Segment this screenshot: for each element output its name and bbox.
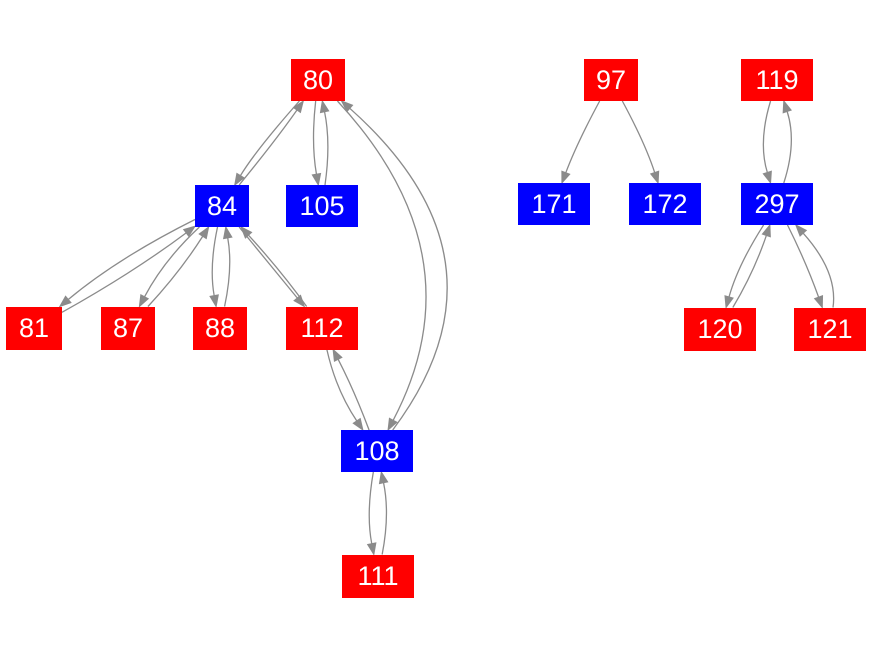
graph-node-81[interactable]: 81 <box>6 306 62 350</box>
arrowhead-icon <box>649 170 660 185</box>
edge-line <box>621 100 656 173</box>
arrowhead-icon <box>387 417 398 432</box>
edge-line <box>728 224 765 298</box>
graph-node-111[interactable]: 111 <box>342 554 414 598</box>
edge-111-108 <box>378 470 389 555</box>
edge-line <box>349 107 448 431</box>
edge-line <box>326 349 358 422</box>
edge-line <box>239 100 300 176</box>
arrowhead-icon <box>138 294 150 308</box>
edge-120-297 <box>732 223 771 308</box>
edge-line <box>61 232 187 313</box>
arrowhead-icon <box>182 225 197 238</box>
edge-97-171 <box>561 100 601 185</box>
arrowhead-icon <box>311 172 322 187</box>
graph-node-87[interactable]: 87 <box>101 306 155 350</box>
edge-119-297 <box>762 100 772 185</box>
edge-line <box>786 224 820 298</box>
graph-node-112[interactable]: 112 <box>286 306 358 350</box>
arrowhead-icon <box>319 99 330 114</box>
edge-line <box>762 100 772 173</box>
edge-105-80 <box>319 99 330 186</box>
arrowhead-icon <box>222 225 233 240</box>
edge-112-108 <box>326 349 364 432</box>
graph-node-171[interactable]: 171 <box>518 183 590 225</box>
edge-121-297 <box>794 223 835 308</box>
graph-node-172[interactable]: 172 <box>629 183 701 225</box>
edge-108-112 <box>332 348 370 431</box>
edge-297-120 <box>724 224 765 309</box>
arrowhead-icon <box>292 99 305 114</box>
graph-node-120[interactable]: 120 <box>684 307 756 351</box>
edge-112-84 <box>240 225 308 307</box>
edge-line <box>336 100 427 421</box>
arrowhead-icon <box>724 295 734 309</box>
edge-87-84 <box>147 225 210 307</box>
edge-88-84 <box>222 225 233 307</box>
edge-line <box>368 471 374 544</box>
arrowhead-icon <box>782 99 792 114</box>
edge-97-172 <box>621 100 660 185</box>
arrowhead-icon <box>794 223 808 237</box>
arrowhead-icon <box>340 100 354 113</box>
arrowhead-icon <box>198 225 210 240</box>
edge-108-80 <box>340 100 448 431</box>
edge-line <box>565 100 601 173</box>
graph-node-108[interactable]: 108 <box>341 430 413 472</box>
graph-node-297[interactable]: 297 <box>741 183 813 225</box>
arrowhead-icon <box>209 294 219 308</box>
edge-line <box>248 234 308 307</box>
edge-line <box>147 235 204 307</box>
arrowhead-icon <box>561 170 571 185</box>
edge-297-121 <box>786 224 824 309</box>
edge-line <box>223 237 231 307</box>
edge-84-80 <box>238 99 305 186</box>
graph-node-80[interactable]: 80 <box>291 59 345 101</box>
arrowhead-icon <box>378 470 389 485</box>
edge-line <box>238 109 298 186</box>
graph-node-88[interactable]: 88 <box>193 306 247 350</box>
edge-84-87 <box>138 226 200 308</box>
graph-node-119[interactable]: 119 <box>741 59 813 101</box>
arrowhead-icon <box>332 348 343 362</box>
edge-line <box>381 482 388 555</box>
arrowhead-icon <box>234 172 245 187</box>
edge-line <box>312 100 318 175</box>
edge-80-105 <box>311 100 322 187</box>
edge-297-119 <box>782 99 792 184</box>
edge-81-84 <box>61 225 197 313</box>
edge-line <box>143 226 200 298</box>
edge-80-108 <box>336 100 427 432</box>
edge-line <box>732 235 767 308</box>
graph-node-97[interactable]: 97 <box>584 59 638 101</box>
arrowhead-icon <box>813 295 824 309</box>
arrowhead-icon <box>352 417 364 432</box>
edge-line <box>783 111 792 184</box>
arrowhead-icon <box>761 223 771 238</box>
edge-line <box>211 226 219 296</box>
arrowhead-icon <box>762 170 772 185</box>
graph-node-121[interactable]: 121 <box>794 307 866 351</box>
edge-80-84 <box>234 100 300 187</box>
arrowhead-icon <box>240 225 253 239</box>
edge-84-81 <box>58 218 196 308</box>
edge-line <box>337 358 370 431</box>
arrowhead-icon <box>58 295 72 308</box>
arrowhead-icon <box>366 542 377 556</box>
edge-line <box>323 111 329 186</box>
edge-108-111 <box>366 471 377 556</box>
graph-node-105[interactable]: 105 <box>286 185 358 227</box>
graph-node-84[interactable]: 84 <box>195 185 249 227</box>
edge-84-88 <box>209 226 219 308</box>
edge-line <box>67 218 196 300</box>
edge-line <box>802 232 835 308</box>
